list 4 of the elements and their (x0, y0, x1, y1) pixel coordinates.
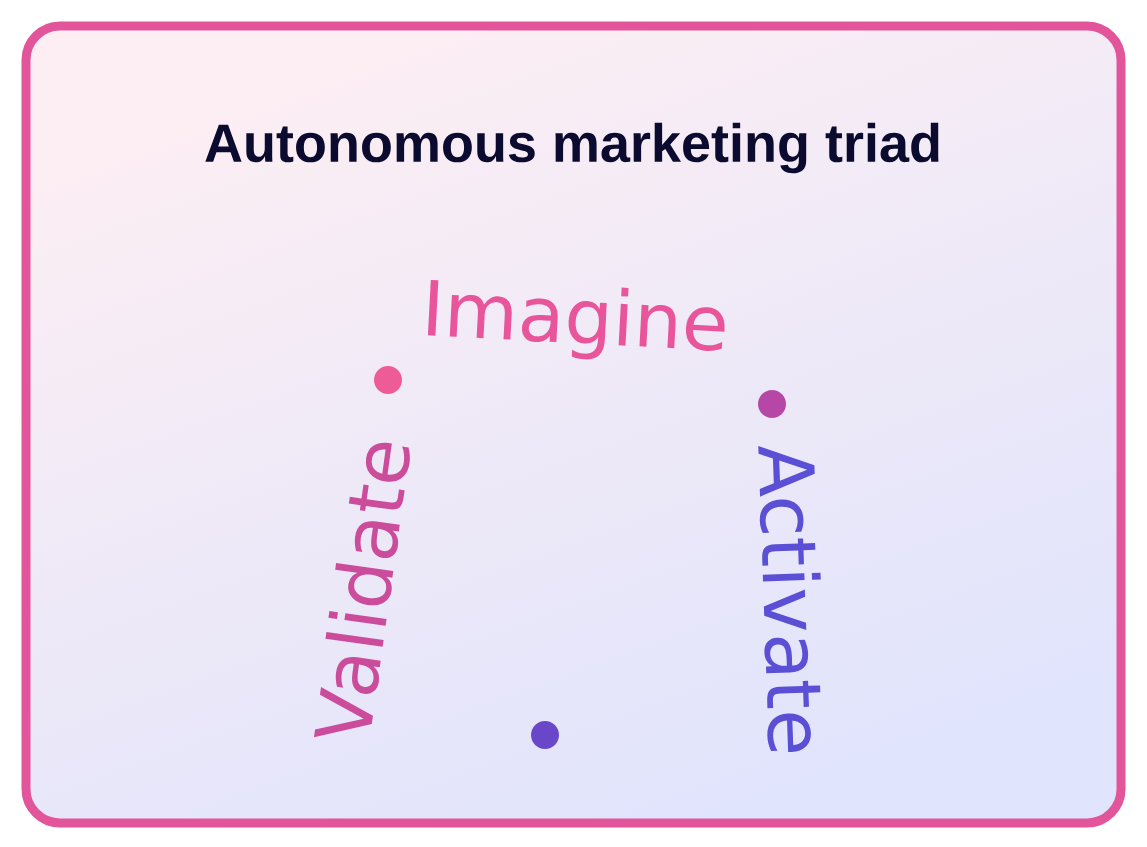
title: Autonomous marketing triad (205, 122, 939, 174)
cycle-word: Imagine (427, 279, 725, 360)
cycle-word: Validate (313, 442, 410, 738)
cycle-word: Activate (758, 445, 821, 752)
